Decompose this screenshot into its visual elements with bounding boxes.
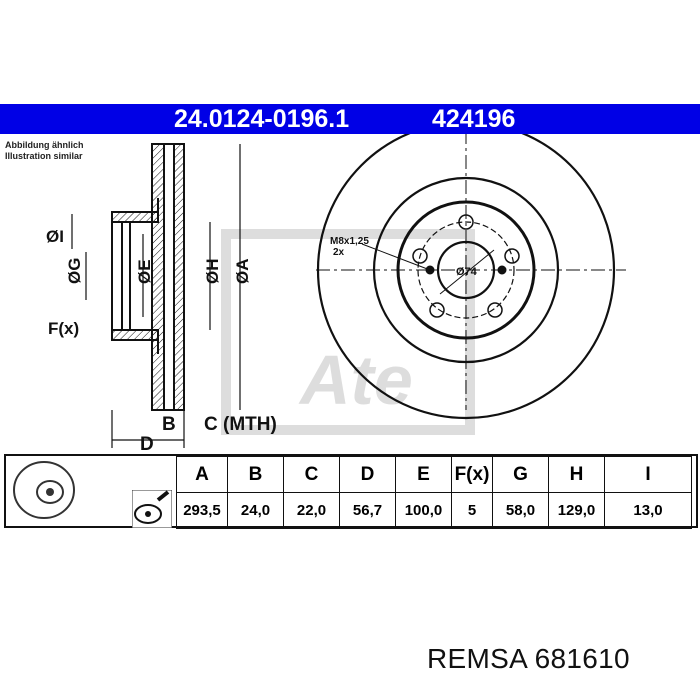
value-b: 24,0	[227, 492, 284, 529]
header-i: I	[604, 456, 692, 493]
part-number: 24.0124-0196.1	[174, 105, 350, 133]
dim-label-g: ØG	[65, 258, 84, 284]
header-d: D	[339, 456, 396, 493]
header-e: E	[395, 456, 452, 493]
brake-disc-icon	[13, 461, 75, 519]
thread-qty-label: 2x	[333, 247, 345, 258]
front-view	[316, 134, 626, 420]
header-g: G	[492, 456, 549, 493]
dim-label-a: ØA	[233, 259, 252, 285]
header-f: F(x)	[451, 456, 493, 493]
value-c: 22,0	[283, 492, 340, 529]
dim-label-b: B	[162, 414, 176, 435]
value-e: 100,0	[395, 492, 452, 529]
value-h: 129,0	[548, 492, 605, 529]
dim-label-c: C (MTH)	[204, 414, 277, 435]
dim-label-e: ØE	[135, 259, 154, 284]
side-view	[71, 143, 241, 448]
spec-value-row: 293,5 24,0 22,0 56,7 100,0 5 58,0 129,0 …	[176, 492, 692, 529]
thread-label: M8x1,25	[330, 236, 369, 247]
brand-code-caption: REMSA 681610	[427, 643, 630, 674]
value-f: 5	[451, 492, 493, 529]
watermark-text: Ate	[298, 341, 413, 419]
spec-table: A B C D E F(x) G H I 293,5 24,0 22,0 56,…	[176, 456, 692, 529]
header-b: B	[227, 456, 284, 493]
dim-label-f: F(x)	[48, 319, 79, 338]
value-a: 293,5	[176, 492, 228, 529]
illustration-note: Abbildung ähnlich Illustration similar	[5, 140, 84, 162]
value-g: 58,0	[492, 492, 549, 529]
value-d: 56,7	[339, 492, 396, 529]
header-h: H	[548, 456, 605, 493]
value-i: 13,0	[604, 492, 692, 529]
spray-clean-icon	[132, 490, 172, 528]
header-c: C	[283, 456, 340, 493]
note-line-en: Illustration similar	[5, 151, 83, 161]
spec-header-row: A B C D E F(x) G H I	[176, 456, 692, 493]
part-number-banner: 24.0124-0196.1 424196	[0, 104, 700, 134]
pcd-label: Ø74	[456, 266, 478, 278]
technical-drawing: Ate ØI ØG ØE ØH ØA F(x) B C (MTH) D	[46, 134, 626, 454]
ate-watermark	[221, 229, 475, 435]
spec-table-panel: A B C D E F(x) G H I 293,5 24,0 22,0 56,…	[4, 454, 698, 529]
dim-label-d: D	[140, 434, 154, 454]
note-line-de: Abbildung ähnlich	[5, 140, 84, 150]
dim-label-h: ØH	[203, 259, 222, 285]
reference-number: 424196	[432, 105, 516, 133]
header-a: A	[176, 456, 228, 493]
dim-label-i: ØI	[46, 227, 64, 246]
